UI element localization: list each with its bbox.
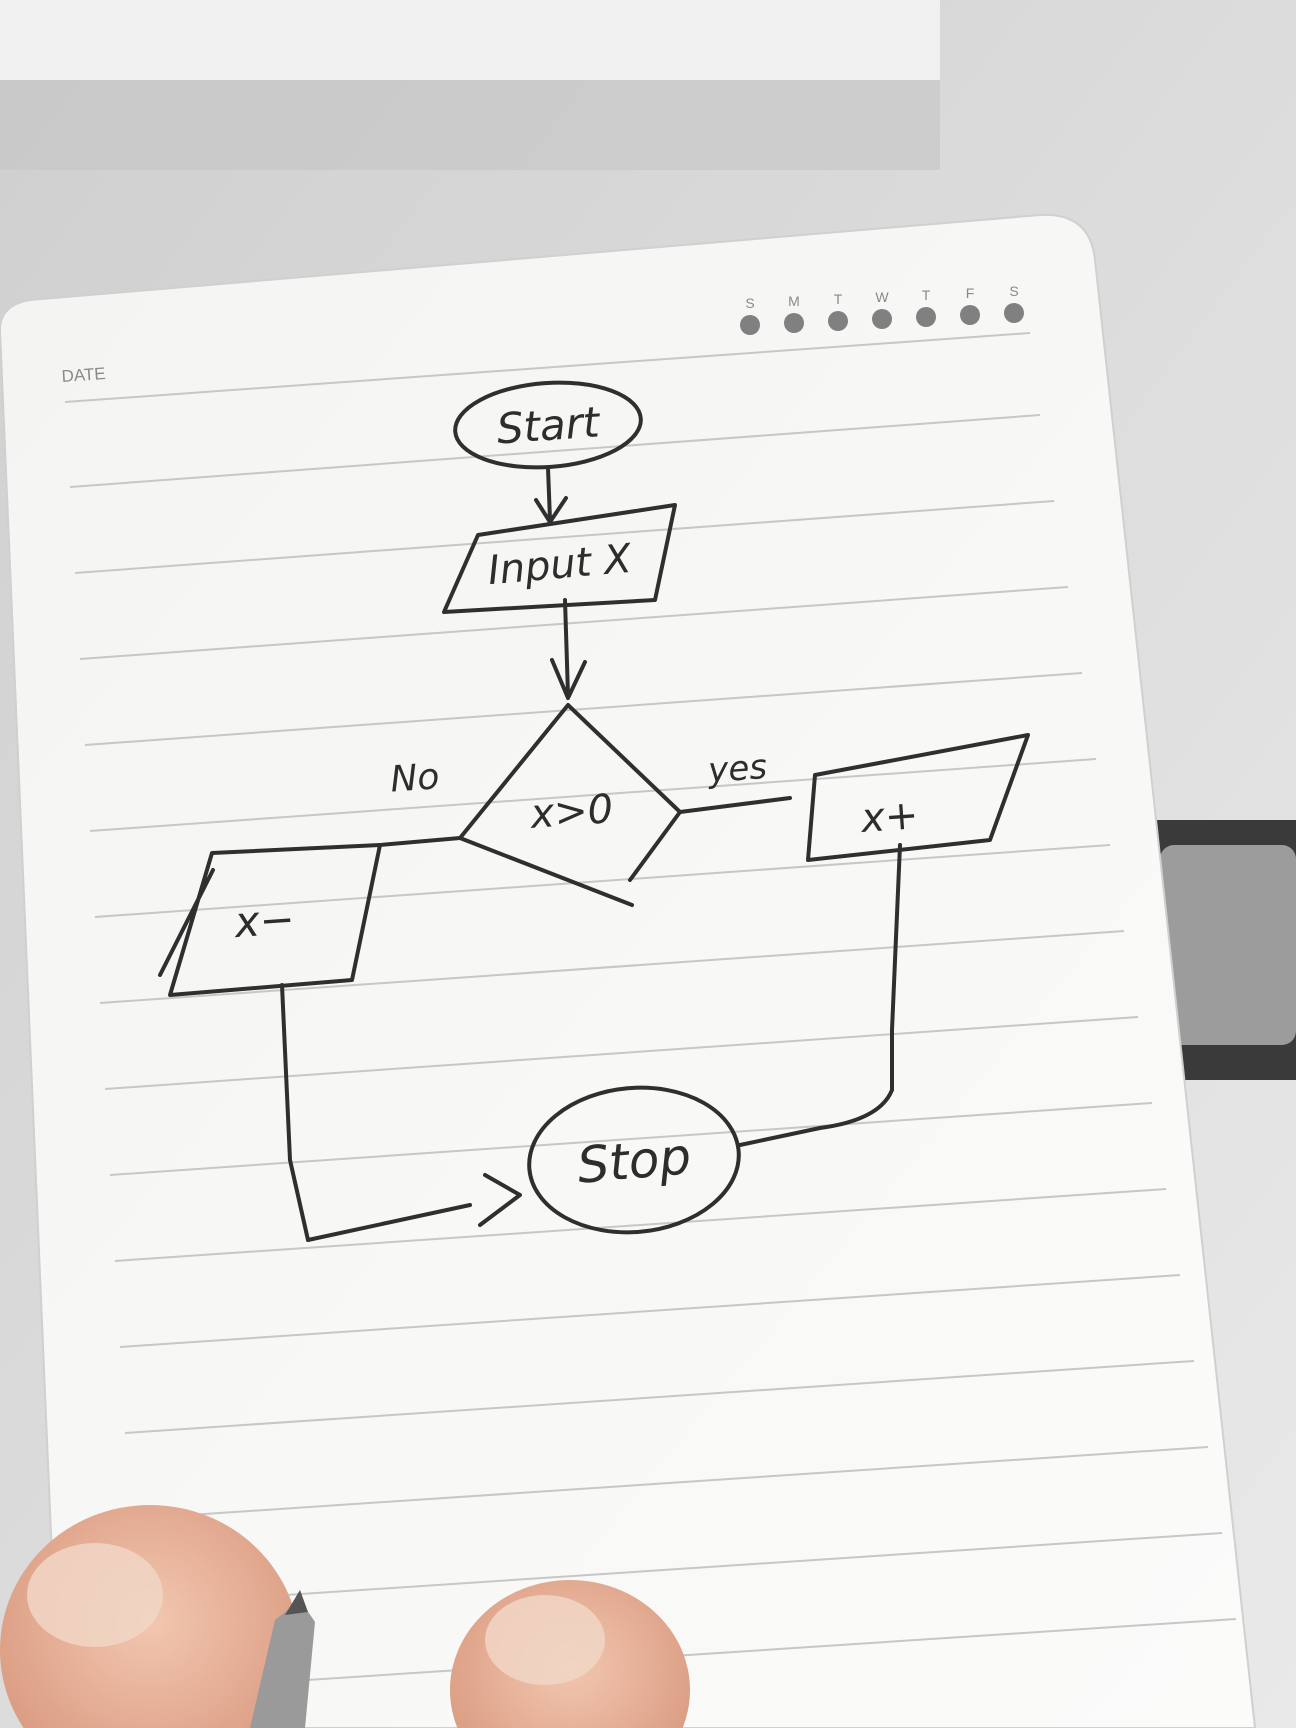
ruled-line [89, 758, 1097, 832]
ruled-line [134, 1532, 1223, 1606]
top-object [0, 0, 940, 80]
arrow-start-to-input [534, 466, 568, 524]
header-rule [64, 332, 1031, 403]
top-object-shadow [0, 80, 940, 170]
ruled-line [94, 844, 1111, 918]
weekday-letter: T [922, 287, 931, 303]
pen [250, 1600, 315, 1728]
input-box [442, 503, 677, 614]
weekday-dot [1004, 303, 1024, 323]
weekday-letter: M [788, 293, 800, 309]
yes-process-label: x+ [858, 792, 920, 842]
start-label: Start [495, 397, 602, 453]
ruled-line [99, 930, 1125, 1004]
ruled-line [74, 500, 1055, 574]
weekday-dot [960, 305, 980, 325]
weekday-dot [916, 307, 936, 327]
weekday-letter: S [1009, 283, 1018, 299]
yes-label: yes [706, 747, 768, 791]
ruled-line [104, 1016, 1139, 1090]
yes-process-box [806, 733, 1030, 862]
weekday-dot [740, 315, 760, 335]
ruled-line [124, 1360, 1195, 1434]
weekday-dot [828, 311, 848, 331]
ruled-line [109, 1102, 1153, 1176]
ruled-line [129, 1446, 1209, 1520]
weekday-letter: W [875, 289, 889, 305]
ruled-line [84, 672, 1083, 746]
weekday-letter: S [745, 295, 754, 311]
weekday-dot [872, 309, 892, 329]
left-thumbnail [27, 1543, 163, 1647]
date-label: DATE [61, 364, 106, 386]
no-label: No [389, 756, 441, 800]
stop-label: Stop [575, 1127, 693, 1195]
ruled-line [139, 1618, 1237, 1692]
weekday-dot [784, 313, 804, 333]
weekday-letter: T [834, 291, 843, 307]
arrow-yes-to-stop [738, 843, 902, 1147]
weekday-letter: F [966, 285, 975, 301]
start-terminal [453, 380, 643, 470]
ruled-line [79, 586, 1069, 660]
no-process-box [158, 843, 382, 997]
right-thumbnail [485, 1595, 605, 1685]
ruled-line [69, 414, 1041, 488]
ruled-line [114, 1188, 1167, 1262]
pen-tip [285, 1590, 308, 1615]
no-connector [378, 836, 462, 847]
arrow-no-to-stop [280, 983, 522, 1242]
stop-terminal [527, 1085, 741, 1235]
decision-label: x>0 [527, 786, 615, 838]
ruled-line [119, 1274, 1181, 1348]
ruled-lines [64, 332, 1237, 1692]
elastic-band [1160, 845, 1296, 1045]
no-process-label: x− [231, 894, 296, 947]
yes-connector [678, 796, 792, 814]
arrow-input-to-decision [550, 598, 587, 700]
